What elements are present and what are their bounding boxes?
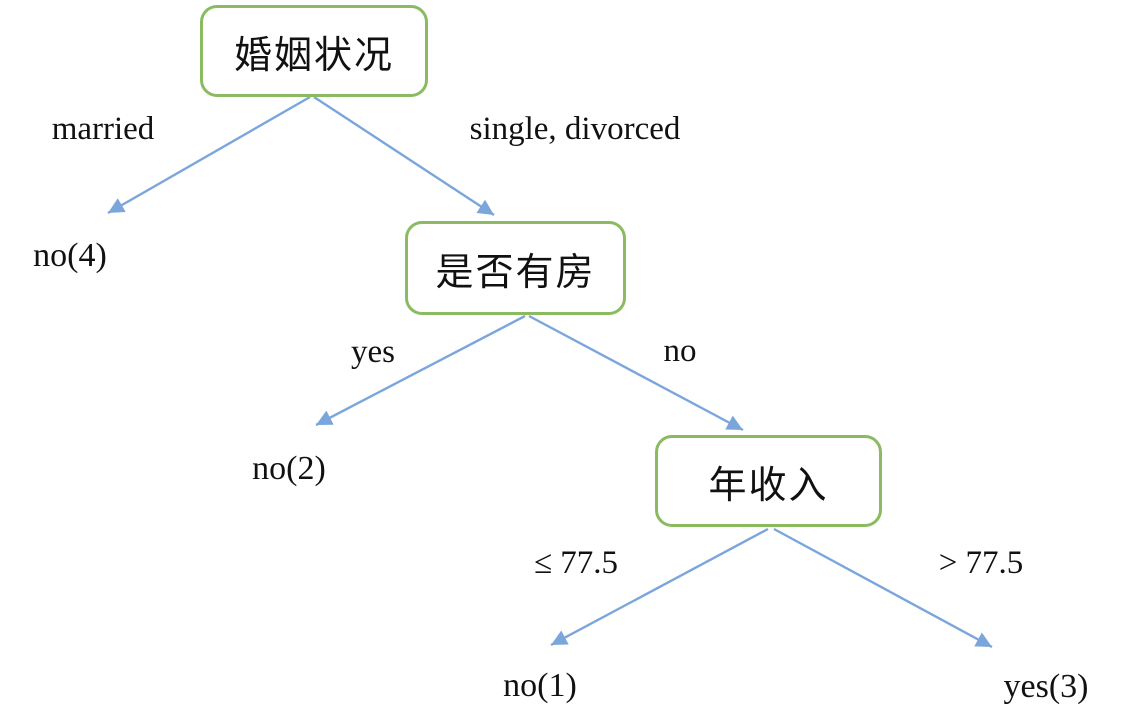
node-annual-income: 年收入: [655, 435, 882, 527]
edge-label-le-77-5: ≤ 77.5: [533, 545, 619, 581]
leaf-no-2: no(2): [252, 450, 326, 487]
edge-arrow-no: [528, 314, 744, 432]
edge-arrow-gt-77-5: [773, 527, 993, 649]
edge-label-yes: yes: [351, 334, 395, 370]
leaf-yes-3: yes(3): [1003, 668, 1089, 705]
edge-label-gt-77-5: > 77.5: [938, 545, 1024, 581]
edge-arrow-le-77-5: [550, 527, 769, 647]
edge-label-single-divorced: single, divorced: [469, 111, 681, 147]
edge-arrow-married: [107, 95, 311, 215]
node-marital-status-label: 婚姻状况: [233, 34, 394, 77]
node-annual-income-label: 年收入: [708, 464, 829, 507]
leaf-no-1: no(1): [503, 667, 577, 704]
node-owns-house: 是否有房: [405, 221, 626, 315]
node-marital-status: 婚姻状况: [200, 5, 428, 97]
edge-label-no: no: [663, 333, 697, 369]
edge-arrow-yes: [315, 314, 526, 427]
edge-arrow-single-divorced: [313, 95, 495, 217]
leaf-no-4: no(4): [33, 237, 107, 274]
edge-label-married: married: [51, 111, 155, 147]
node-owns-house-label: 是否有房: [435, 251, 596, 294]
